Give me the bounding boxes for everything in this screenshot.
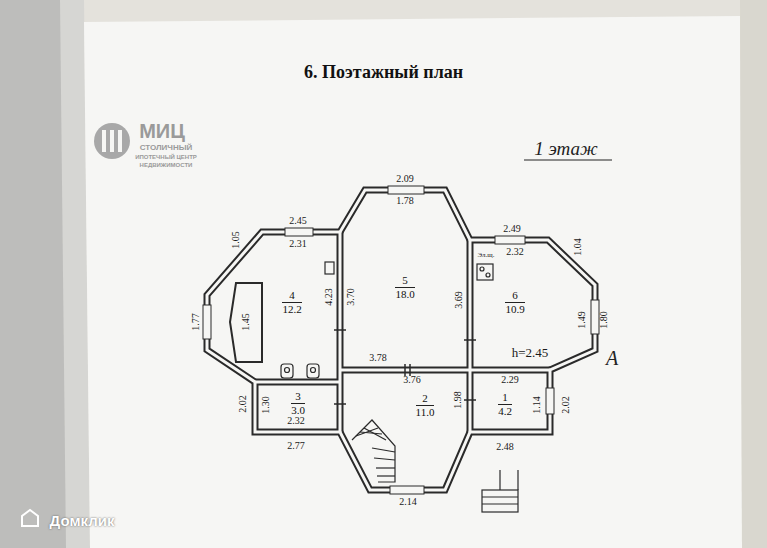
dimension-label: 2.02 (561, 396, 571, 414)
room-label: 33.0 (288, 389, 308, 417)
dimension-label: 2.48 (496, 442, 514, 452)
room-label: 518.0 (392, 273, 417, 301)
dimension-label: 1.45 (241, 313, 251, 331)
room-number: 2 (416, 392, 435, 406)
dimension-label: 2.14 (399, 497, 417, 507)
dimension-label: 1.80 (599, 311, 609, 329)
sanitary-fixtures (281, 364, 319, 378)
page-title: 6. Поэтажный план (0, 62, 767, 83)
logo-text: ИПОТЕЧНЫЙ ЦЕНТР (135, 154, 197, 160)
watermark: Домклик (50, 513, 115, 528)
room-number: 5 (395, 274, 414, 288)
room-area: 18.0 (395, 288, 414, 301)
handwritten-note: 1 этаж (534, 139, 598, 158)
room-number: 3 (291, 390, 305, 404)
room-area: 12.2 (282, 303, 301, 316)
stove (477, 264, 493, 280)
dimension-label: 2.09 (396, 174, 414, 184)
dimension-label: 1.49 (577, 311, 587, 329)
dimension-label: 2.02 (238, 395, 248, 413)
room-number: 6 (505, 289, 524, 303)
dimension-label: 2.77 (287, 441, 305, 451)
watermark-icon (22, 510, 38, 526)
dimension-label: 3.76 (403, 375, 421, 385)
dimension-label: 4.23 (324, 288, 334, 306)
dimension-label: 2.31 (289, 239, 307, 249)
room-label: 211.0 (413, 391, 438, 419)
heading-underline (524, 159, 612, 160)
logo-text: МИЦ (139, 121, 185, 141)
tablecloth (740, 0, 767, 548)
dimension-label: 1.30 (261, 396, 271, 414)
dimension-label: 1.04 (573, 238, 583, 256)
logo-text: НЕДВИЖИМОСТИ (140, 162, 193, 168)
room-label: 610.9 (502, 288, 527, 316)
dimension-label: 1.14 (532, 396, 542, 414)
bay-niche (230, 283, 262, 362)
dimension-label: 3.78 (369, 353, 387, 363)
dimension-label: 2.49 (503, 224, 521, 234)
room-number: 1 (498, 391, 512, 405)
dimension-label: 2.32 (506, 247, 524, 257)
windows (203, 186, 599, 494)
room-area: 3.0 (291, 404, 305, 417)
dimension-label: h=2.45 (512, 346, 549, 359)
room-label: 14.2 (495, 390, 515, 418)
dimension-label: 2.45 (289, 216, 307, 226)
porch-steps (482, 470, 518, 512)
dimension-label: Эл.щ. (478, 252, 495, 259)
dimension-label: 1.78 (396, 196, 414, 206)
dimension-label: 1.77 (191, 313, 201, 331)
dimension-label: 3.70 (346, 288, 356, 306)
paper (84, 16, 742, 548)
dimension-label: 2.32 (287, 416, 305, 426)
room-number: 4 (282, 289, 301, 303)
room-area: 4.2 (498, 405, 512, 418)
logo-text: СТОЛИЧНЫЙ (140, 144, 193, 152)
room-area: 10.9 (505, 303, 524, 316)
stairs (352, 420, 395, 482)
room-area: 11.0 (416, 406, 435, 419)
handwritten-note: А (606, 348, 618, 368)
room-label: 412.2 (279, 288, 304, 316)
riser (325, 262, 334, 274)
logo-icon (94, 123, 130, 159)
walls (207, 190, 595, 490)
dimension-label: 3.69 (454, 291, 464, 309)
dimension-label: 1.98 (453, 391, 463, 409)
dimension-label: 2.29 (501, 375, 519, 385)
dimension-label: 1.05 (231, 231, 241, 249)
